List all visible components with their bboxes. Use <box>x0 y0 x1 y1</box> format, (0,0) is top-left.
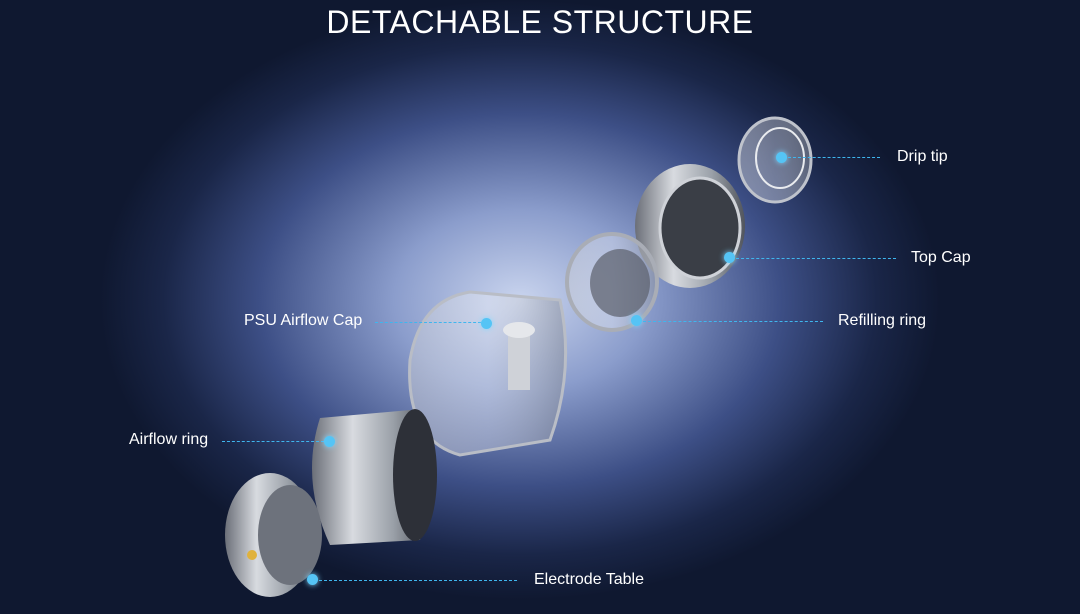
psu-airflow-cap-leader-line <box>375 322 481 323</box>
drip-tip-leader-line <box>788 157 880 158</box>
psu-airflow-cap-marker <box>481 318 492 329</box>
drip-tip-marker <box>776 152 787 163</box>
psu-airflow-cap-part <box>408 290 568 457</box>
airflow-ring-leader-line <box>222 441 324 442</box>
refilling-ring-leader-line <box>643 321 823 322</box>
electrode-table-label: Electrode Table <box>534 571 644 588</box>
electrode-table-marker <box>307 574 318 585</box>
refilling-ring-part <box>565 232 659 332</box>
drip-tip-part <box>737 116 813 204</box>
refilling-ring-marker <box>631 315 642 326</box>
top-cap-label: Top Cap <box>911 249 971 266</box>
electrode-table-leader-line <box>319 580 517 581</box>
refilling-ring-label: Refilling ring <box>838 312 927 329</box>
top-cap-leader-line <box>736 258 896 259</box>
top-cap-marker <box>724 252 735 263</box>
airflow-ring-label: Airflow ring <box>129 431 209 448</box>
airflow-ring-marker <box>324 436 335 447</box>
top-cap-part <box>635 164 745 288</box>
page-title: DETACHABLE STRUCTURE <box>326 4 754 40</box>
psu-airflow-cap-label: PSU Airflow Cap <box>244 312 363 329</box>
drip-tip-label: Drip tip <box>897 148 948 165</box>
electrode-table-part <box>225 473 322 597</box>
airflow-ring-part <box>312 409 437 545</box>
